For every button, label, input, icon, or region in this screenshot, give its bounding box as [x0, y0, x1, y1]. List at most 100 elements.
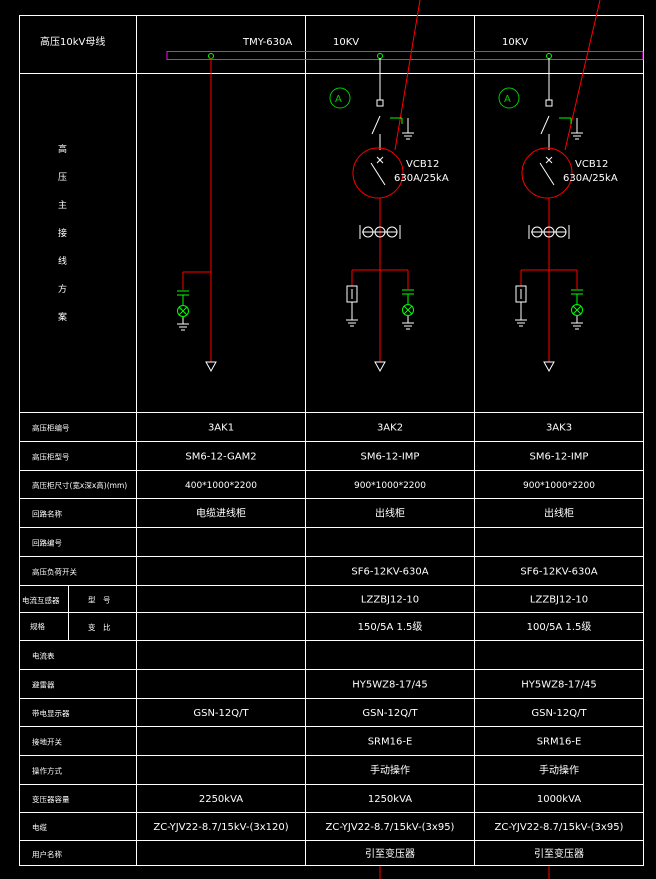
ammeter-icon: [329, 87, 351, 109]
row-value: 1250kVA: [368, 794, 412, 805]
ammeter-symbol: A: [504, 94, 511, 105]
breaker-circle-icon: [521, 147, 573, 199]
row-value: SRM16-E: [537, 737, 582, 748]
row-label: 高压柜编号: [32, 423, 70, 433]
row-value: 引至变压器: [365, 847, 415, 860]
current-transformer-icon: [528, 225, 570, 239]
row-label: 高压柜尺寸(宽x深x高)(mm): [32, 480, 127, 490]
scheme-label-char: 主: [58, 199, 67, 211]
breaker-circle-icon: [352, 147, 404, 199]
row-value: SRM16-E: [368, 737, 413, 748]
row-label: 回路名称: [32, 509, 62, 519]
bus-label: 高压10kV母线: [40, 35, 105, 48]
fuse-contact: [376, 99, 384, 107]
ground-icon: [571, 316, 583, 330]
row-value: SM6-12-GAM2: [185, 452, 256, 463]
scheme-label-char: 方: [58, 283, 67, 295]
surge-arrester-icon: [346, 285, 358, 320]
breaker-model: VCB12: [575, 159, 608, 170]
scheme-label-char: 高: [58, 143, 67, 155]
row-label: 接地开关: [32, 737, 62, 747]
bus-tap-node: [377, 53, 383, 59]
row-value: 引至变压器: [534, 847, 584, 860]
row-value: 150/5A 1.5级: [358, 621, 423, 633]
ground-icon: [177, 317, 189, 331]
row-label: 电流表: [32, 651, 55, 661]
row-value: 3AK3: [546, 423, 572, 434]
feeder-3ak2: A VCB12 630A/25kA: [329, 53, 449, 373]
bus-spec-label: TMY-630A: [242, 37, 292, 48]
live-indicator: [571, 289, 583, 316]
row-value: ZC-YJV22-8.7/15kV-(3x95): [495, 822, 624, 833]
row-label: 回路编号: [32, 538, 62, 548]
bus-tap-node: [546, 53, 552, 59]
live-indicator: [402, 289, 414, 316]
row-value: GSN-12Q/T: [193, 708, 249, 719]
row-value: SM6-12-IMP: [361, 452, 420, 463]
ct-group-label: 电流互感器: [22, 595, 60, 605]
row-value: 900*1000*2200: [523, 481, 595, 491]
ground-icon: [402, 316, 414, 330]
table-grid: [19, 15, 644, 866]
row-label: 高压负荷开关: [32, 567, 77, 577]
cable-arrow-icon: [374, 361, 386, 373]
breaker-blade: [539, 162, 555, 186]
earth-switch-icon: [390, 117, 414, 140]
row-value: 手动操作: [539, 764, 579, 777]
row-value: 3AK1: [208, 423, 234, 434]
scheme-label: 高 压 主 接 线 方 案: [58, 143, 67, 323]
row-value: GSN-12Q/T: [362, 708, 418, 719]
row-value: SF6-12KV-630A: [351, 567, 428, 578]
row-label: 变压器容量: [32, 794, 70, 804]
row-value: 电缆进线柜: [196, 507, 246, 520]
breaker-rating: 630A/25kA: [394, 173, 449, 184]
voltage-label-1: 10KV: [333, 37, 359, 48]
row-value: 900*1000*2200: [354, 481, 426, 491]
breaker-contact-x: [545, 156, 553, 164]
load-switch-blade: [540, 115, 550, 135]
row-label: 操作方式: [32, 766, 62, 776]
scheme-label-char: 线: [58, 255, 67, 267]
ground-icon: [346, 319, 358, 327]
row-label: 带电显示器: [32, 708, 70, 718]
row-value: 400*1000*2200: [185, 481, 257, 491]
ground-icon: [515, 319, 527, 327]
row-value: 出线柜: [544, 507, 574, 520]
scheme-label-char: 压: [58, 172, 67, 183]
row-label: 用户名称: [32, 849, 62, 859]
row-value: LZZBJ12-10: [361, 595, 419, 606]
row-value: ZC-YJV22-8.7/15kV-(3x120): [153, 822, 288, 833]
row-label: 避雷器: [32, 680, 55, 690]
scheme-label-char: 接: [58, 227, 67, 239]
live-indicator: [177, 290, 189, 317]
surge-arrester-icon: [515, 285, 527, 320]
fuse-contact: [545, 99, 553, 107]
row-value: 2250kVA: [199, 794, 243, 805]
row-value: ZC-YJV22-8.7/15kV-(3x95): [326, 822, 455, 833]
voltage-label-2: 10KV: [502, 37, 528, 48]
load-switch-blade: [371, 115, 381, 135]
row-value: 1000kVA: [537, 794, 581, 805]
row-label: 高压柜型号: [32, 452, 70, 462]
row-value: SF6-12KV-630A: [520, 567, 597, 578]
scheme-label-char: 案: [58, 311, 67, 323]
breaker-model: VCB12: [406, 159, 439, 170]
ammeter-icon: [498, 87, 520, 109]
row-value: 100/5A 1.5级: [527, 621, 592, 633]
leader-line: [564, 0, 601, 151]
ammeter-symbol: A: [335, 94, 342, 105]
row-value: HY5WZ8-17/45: [521, 680, 597, 691]
row-value: 出线柜: [375, 507, 405, 520]
breaker-rating: 630A/25kA: [563, 173, 618, 184]
row-label: 型 号: [88, 596, 111, 605]
row-label: 变 比: [88, 622, 111, 632]
breaker-contact-x: [376, 156, 384, 164]
row-value: GSN-12Q/T: [531, 708, 587, 719]
leader-line: [394, 0, 421, 151]
row-label: 电缆: [32, 822, 47, 832]
cable-arrow-icon: [543, 361, 555, 373]
row-value: HY5WZ8-17/45: [352, 680, 428, 691]
row-value: SM6-12-IMP: [530, 452, 589, 463]
